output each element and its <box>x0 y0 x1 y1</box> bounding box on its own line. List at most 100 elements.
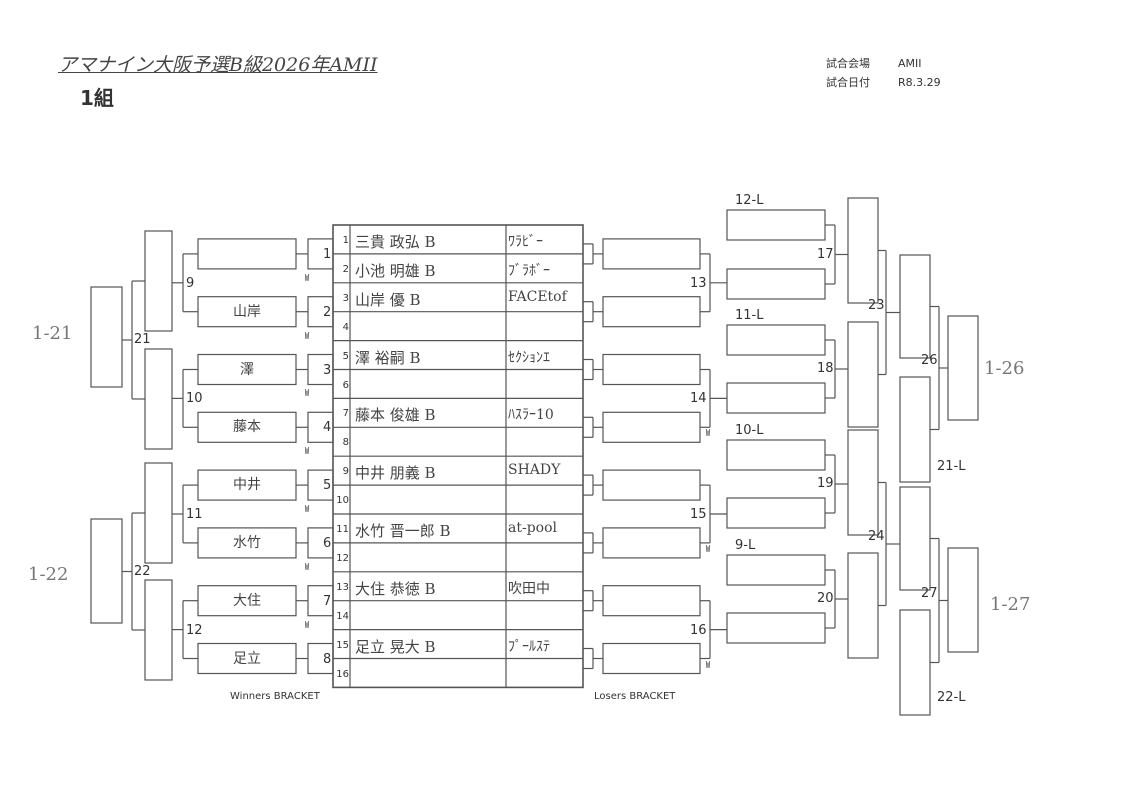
loser-name-box <box>602 527 701 559</box>
seed-number: 7 <box>342 408 349 420</box>
win-mark: W <box>304 330 310 342</box>
seed-number: 6 <box>342 379 349 391</box>
winner-name: 大住 <box>233 592 261 609</box>
match-number: 20 <box>817 591 834 606</box>
seed-number: 11 <box>336 524 349 535</box>
player-row: 4 <box>333 312 583 341</box>
match-number: 11 <box>186 507 203 522</box>
match-box <box>144 348 173 450</box>
match-number: 18 <box>817 361 834 376</box>
match-box <box>847 197 879 304</box>
match-box <box>847 552 879 659</box>
team-name: SHADY <box>508 462 561 479</box>
player-row: 6 <box>333 370 583 399</box>
match-number: 6 <box>323 535 332 551</box>
team-name: ｾｸｼｮﾝｴ <box>508 349 550 366</box>
match-box <box>947 547 979 653</box>
team-name: ﾌﾞﾗﾎﾞｰ <box>508 262 550 279</box>
seed-number: 1 <box>342 235 349 246</box>
player-name: 藤本 俊雄 B <box>355 406 436 425</box>
win-mark: W <box>705 428 711 440</box>
drop-label: 22-L <box>937 690 966 705</box>
player-name: 山岸 優 B <box>355 290 421 309</box>
drop-label: 10-L <box>735 423 764 438</box>
win-mark: W <box>304 561 310 573</box>
match-number: 5 <box>323 478 332 494</box>
match-box <box>726 382 826 414</box>
winner-name: 澤 <box>240 361 254 378</box>
handwritten-result: 1-21 <box>32 323 73 344</box>
loser-name-box <box>602 411 701 443</box>
win-mark: W <box>304 619 310 631</box>
winner-name-box <box>197 238 297 270</box>
match-number: 12 <box>186 622 203 638</box>
drop-label: 12-L <box>735 193 764 208</box>
win-mark: W <box>304 272 310 284</box>
player-row: 12 <box>333 543 583 572</box>
match-number: 10 <box>186 391 203 407</box>
match-number: 26 <box>921 353 938 368</box>
seed-number: 3 <box>342 292 349 304</box>
player-row: 7 藤本 俊雄 B ﾊｽﾗｰ10 <box>333 398 583 427</box>
seed-number: 4 <box>342 321 349 333</box>
match-box <box>144 579 173 681</box>
drop-label: 21-L <box>937 459 966 474</box>
venue-label: 試合会場 <box>826 57 870 70</box>
match-number: 19 <box>817 476 834 491</box>
team-name: ﾊｽﾗｰ10 <box>508 407 554 424</box>
seed-number: 16 <box>336 668 349 680</box>
date-value: R8.3.29 <box>898 76 941 89</box>
seed-number: 2 <box>342 263 349 275</box>
winner-name: 水竹 <box>233 534 261 551</box>
loser-name-box <box>602 296 701 328</box>
drop-in-box <box>726 554 826 586</box>
player-row: 5 澤 裕嗣 B ｾｸｼｮﾝｴ <box>333 341 583 370</box>
player-row: 2 小池 明雄 B ﾌﾞﾗﾎﾞｰ <box>333 254 583 283</box>
match-number: 9 <box>186 275 195 291</box>
match-number: 4 <box>323 420 332 436</box>
seed-number: 5 <box>342 350 349 362</box>
match-number: 16 <box>690 622 707 638</box>
loser-name-box <box>602 469 701 501</box>
winner-name: 足立 <box>233 650 261 667</box>
drop-label: 11-L <box>735 308 764 323</box>
player-name: 水竹 晋一郎 B <box>355 522 451 540</box>
match-number: 1 <box>323 246 332 262</box>
match-box <box>899 609 931 716</box>
team-name: FACEtof <box>508 288 567 305</box>
match-box <box>847 321 879 428</box>
match-box <box>726 497 826 529</box>
match-box <box>947 315 979 421</box>
match-box <box>726 268 826 300</box>
seed-number: 9 <box>342 466 349 478</box>
match-number: 15 <box>690 507 707 522</box>
player-name: 澤 裕嗣 B <box>355 348 421 367</box>
match-box <box>847 429 879 536</box>
winner-name: 中井 <box>233 477 261 494</box>
seed-number: 10 <box>336 495 349 507</box>
win-mark: W <box>304 388 310 400</box>
match-box <box>144 462 173 564</box>
handwritten-result: 1-22 <box>28 564 69 585</box>
match-number: 14 <box>690 391 707 407</box>
seed-number: 8 <box>342 437 349 449</box>
match-number: 22 <box>134 563 151 579</box>
seed-number: 12 <box>336 552 349 564</box>
player-row: 10 <box>333 485 583 514</box>
drop-in-box <box>726 324 826 356</box>
match-box <box>899 254 931 359</box>
drop-label: 9-L <box>735 538 756 553</box>
match-number: 7 <box>323 593 332 609</box>
player-name: 足立 晃大 B <box>355 637 436 656</box>
match-box <box>899 486 931 591</box>
win-mark: W <box>705 659 711 671</box>
winner-name: 藤本 <box>233 419 261 436</box>
match-number: 8 <box>323 651 332 667</box>
player-name: 小池 明雄 B <box>355 261 436 280</box>
match-number: 23 <box>868 297 885 313</box>
win-mark: W <box>304 503 310 515</box>
